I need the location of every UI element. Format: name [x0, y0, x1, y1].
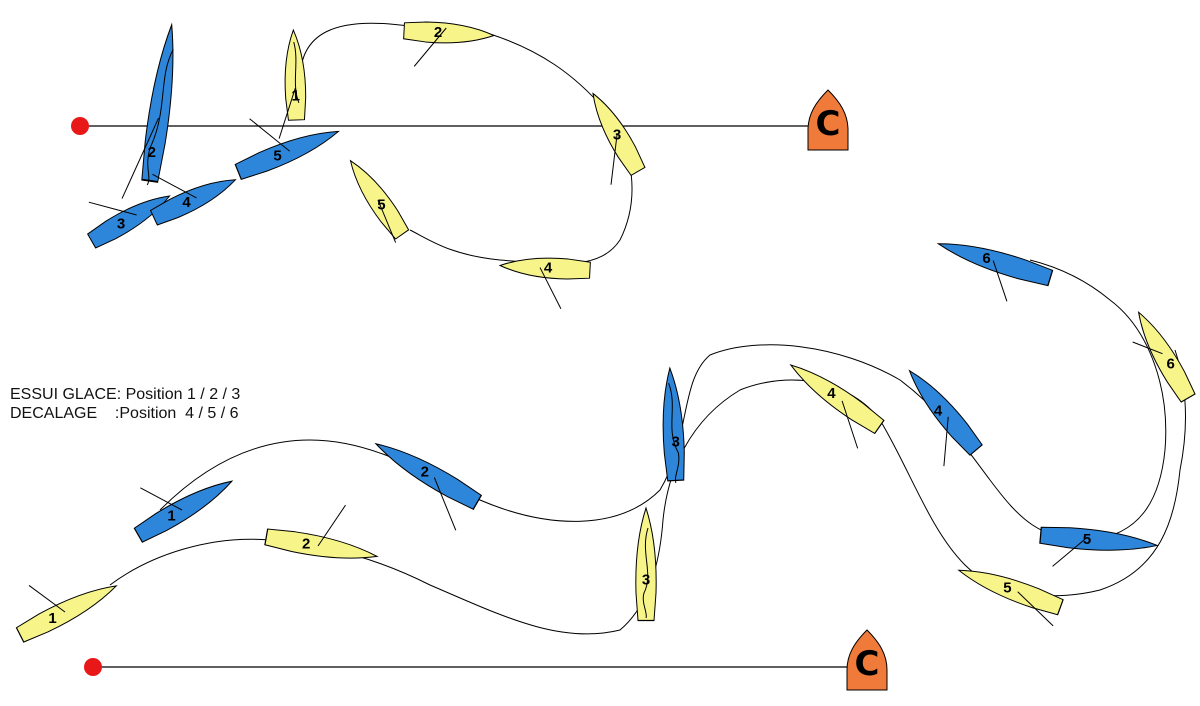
- bottom-yellow-label-3: 3: [642, 572, 650, 589]
- top-blue-label-4: 4: [182, 194, 191, 211]
- top-yellow-boat-1: 1: [278, 29, 308, 139]
- bottom-yellow-label-2: 2: [302, 535, 310, 552]
- bottom-blue-boat-3: 3: [659, 366, 687, 484]
- top-committee-label: C: [816, 104, 841, 144]
- top-yellow-boat-3: 3: [583, 87, 648, 185]
- top-yellow-track: [299, 22, 633, 265]
- top-blue-boat-3: 3: [86, 186, 176, 251]
- bottom-yellow-boat-6: 6: [1129, 306, 1198, 404]
- bottom-yellow-boat-2: 2: [263, 504, 380, 568]
- top-blue-boat-4: 4: [149, 169, 241, 228]
- top-yellow-label-3: 3: [613, 127, 621, 144]
- legend-line-2: DECALAGE :Position 4 / 5 / 6: [10, 405, 239, 422]
- bottom-yellow-label-4: 4: [827, 385, 836, 402]
- bottom-committee-boat: C: [846, 629, 888, 691]
- bottom-blue-boat-5: 5: [1039, 524, 1159, 567]
- bottom-blue-boat-1: 1: [132, 471, 238, 545]
- bottom-yellow-track: [109, 349, 1186, 635]
- top-yellow-label-1: 1: [291, 87, 300, 104]
- legend: ESSUI GLACE: Position 1 / 2 / 3 DECALAGE…: [10, 385, 240, 423]
- top-yellow-boat-2: 2: [403, 20, 495, 67]
- top-pin-buoy: [71, 117, 89, 135]
- bottom-yellow-label-6: 6: [1167, 355, 1175, 372]
- top-yellow-label-4: 4: [544, 260, 553, 277]
- top-blue-label-3: 3: [117, 216, 125, 233]
- bottom-yellow-boat-4: 4: [784, 356, 886, 449]
- top-yellow-boat-5: 5: [341, 154, 411, 243]
- bottom-blue-track: [159, 259, 1167, 541]
- bottom-blue-label-5: 5: [1083, 531, 1091, 548]
- bottom-blue-label-4: 4: [934, 402, 943, 419]
- bottom-blue-label-3: 3: [672, 433, 680, 450]
- top-blue-label-5: 5: [273, 147, 281, 164]
- bottom-blue-boat-6: 6: [934, 233, 1054, 302]
- top-blue-boat-5: 5: [233, 118, 343, 182]
- bottom-blue-label-6: 6: [982, 250, 990, 267]
- bottom-yellow-label-5: 5: [1003, 579, 1011, 596]
- top-committee-boat: C: [807, 89, 849, 151]
- bottom-pin-buoy: [84, 658, 102, 676]
- bottom-yellow-boat-1: 1: [14, 576, 122, 645]
- bottom-blue-boat-4: 4: [901, 363, 985, 467]
- bottom-committee-label: C: [855, 644, 880, 684]
- bottom-yellow-boat-3: 3: [635, 507, 657, 622]
- top-blue-label-2: 2: [148, 144, 156, 161]
- top-blue-boat-2: 2: [121, 22, 183, 199]
- bottom-blue-label-1: 1: [167, 508, 175, 525]
- bottom-yellow-boat-5: 5: [954, 560, 1065, 627]
- top-yellow-boat-4: 4: [499, 254, 591, 309]
- bottom-blue-boat-2: 2: [370, 434, 483, 531]
- bottom-yellow-label-1: 1: [48, 610, 56, 627]
- top-yellow-label-2: 2: [434, 24, 442, 41]
- bottom-blue-label-2: 2: [421, 464, 429, 481]
- top-yellow-label-5: 5: [377, 196, 385, 213]
- legend-line-1: ESSUI GLACE: Position 1 / 2 / 3: [10, 386, 241, 403]
